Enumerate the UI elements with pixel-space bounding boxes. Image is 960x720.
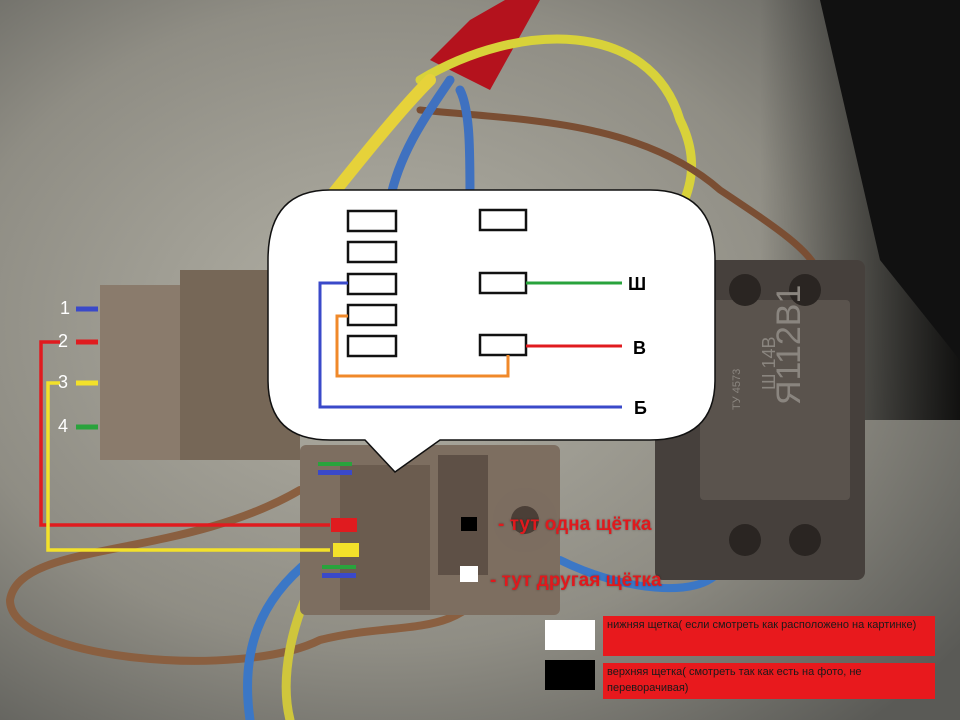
legend-black-swatch: [545, 660, 595, 690]
socket-left-5: [346, 334, 398, 358]
legend-white-swatch: [545, 620, 595, 650]
marker-black-brush: [461, 517, 477, 531]
marker-green-top: [318, 462, 352, 466]
note-brush-two: - тут другая щётка: [490, 570, 662, 591]
socket-left-3: [346, 272, 398, 296]
terminal-label-b: Б: [634, 398, 647, 418]
brown-wire-bottom: [5, 486, 494, 665]
photo-wires: [5, 0, 824, 720]
red-sleeve: [430, 0, 540, 90]
regulator-marking-3: ТУ 4573: [731, 369, 743, 410]
brown-wire-top: [416, 106, 824, 279]
marker-red: [331, 518, 357, 532]
regulator-marking-2: Ш 14В: [759, 336, 779, 390]
marker-blue-top: [318, 470, 352, 475]
connector-color-markers: [318, 462, 478, 582]
terminal-label-sh: Ш: [628, 274, 647, 294]
connector-sockets: [346, 208, 528, 358]
marker-green-bottom: [322, 565, 356, 569]
wire-number-1: 1: [60, 298, 71, 318]
blue-wire-top2: [455, 85, 475, 205]
schematic-wires: [318, 281, 622, 409]
socket-right-2: [478, 271, 528, 295]
marker-yellow: [333, 543, 359, 557]
regulator-marking-1: Я112В1: [770, 285, 808, 405]
socket-right-1: [478, 208, 528, 232]
blue-wire-top: [385, 75, 455, 205]
wire-number-3: 3: [58, 372, 69, 392]
terminal-label-v: В: [633, 338, 646, 358]
note-brush-one: - тут одна щётка: [498, 514, 652, 535]
red-lead: [39, 340, 330, 527]
connector-leads: [39, 340, 330, 552]
wire-number-marks: [76, 306, 98, 430]
socket-left-4: [346, 303, 398, 327]
wire-number-4: 4: [58, 416, 69, 436]
marker-white-brush: [460, 566, 478, 582]
yellow-lead: [46, 381, 330, 552]
wire-number-2: 2: [58, 331, 69, 351]
blue-wire-b: [318, 281, 622, 409]
legend-black-text: верхняя щетка( смотреть так как есть на …: [603, 663, 935, 699]
socket-left-1: [346, 209, 398, 233]
socket-right-3: [478, 333, 528, 357]
blue-wire-bottom: [243, 555, 315, 720]
diagram-callout-bubble: [267, 189, 716, 473]
marker-blue-bottom: [322, 573, 356, 578]
socket-left-2: [346, 240, 398, 264]
dark-region: [820, 0, 960, 360]
yellow-green-wire: [415, 34, 697, 215]
legend-white-text: нижняя щетка( если смотреть как располож…: [603, 616, 935, 656]
orange-wire: [335, 314, 510, 378]
